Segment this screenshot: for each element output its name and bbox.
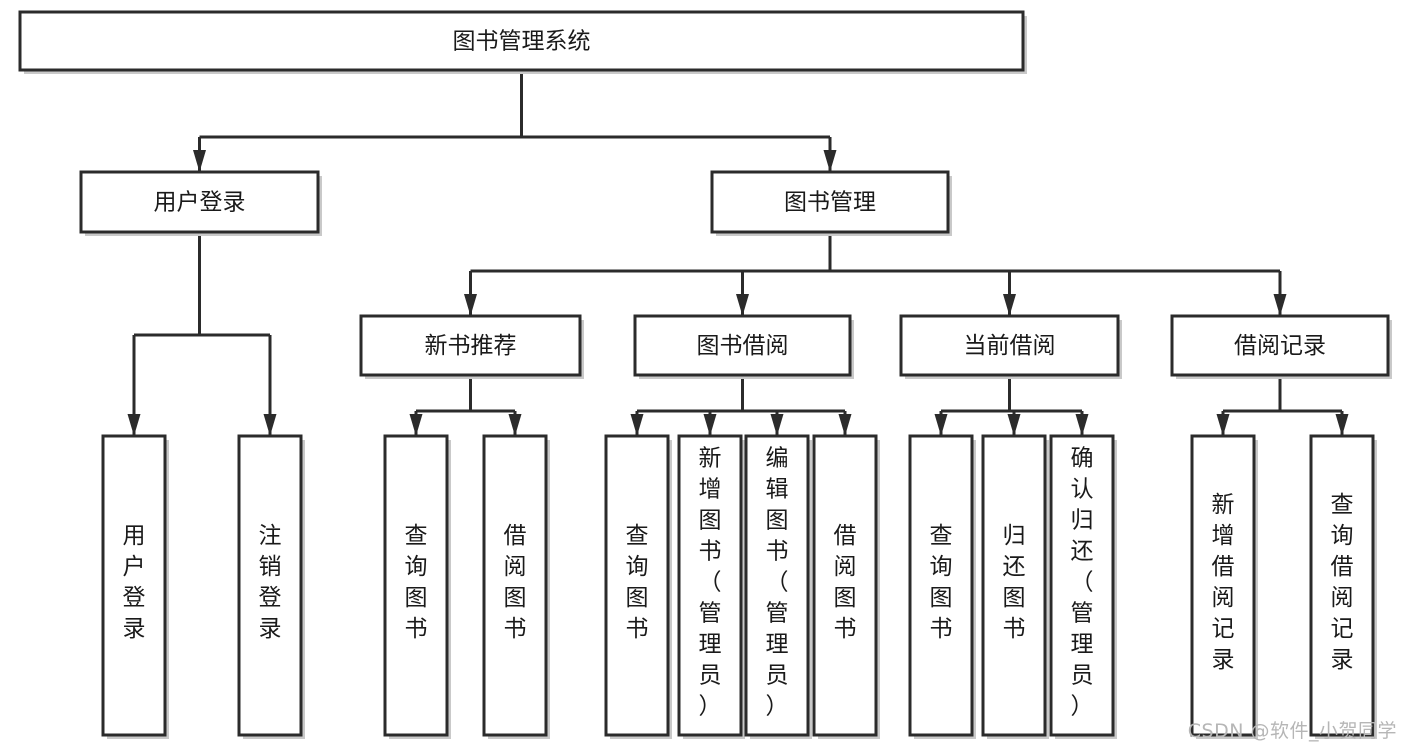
arrowhead-icon-mid-3-0 <box>1216 414 1230 436</box>
node-label: 查询图书 <box>930 523 953 642</box>
edge-group-mid-2 <box>934 375 1089 436</box>
arrowhead-icon-root-0 <box>193 150 206 172</box>
edge-group-books <box>464 232 1287 316</box>
node-label: 图书管理 <box>784 190 876 216</box>
node-label: 查询借阅记录 <box>1331 492 1354 673</box>
node-root[interactable]: 图书管理系统 <box>18 10 1027 74</box>
arrowhead-icon-books-1 <box>736 294 749 316</box>
edge-group-login <box>127 232 277 436</box>
arrowhead-icon-mid-1-3 <box>838 414 852 436</box>
node-label: 确认归还（管理员） <box>1071 446 1094 720</box>
arrowhead-icon-mid-1-2 <box>770 414 784 436</box>
edge-group-mid-0 <box>409 375 522 436</box>
node-label: 当前借阅 <box>964 333 1056 359</box>
arrowhead-icon-books-3 <box>1273 294 1287 316</box>
arrowhead-icon-mid-2-1 <box>1007 414 1021 436</box>
node-leaf-query-record[interactable]: 查询借阅记录 <box>1309 434 1377 739</box>
node-label: 编辑图书（管理员） <box>766 446 789 720</box>
node-leaf-edit-book[interactable]: 编辑图书（管理员） <box>744 434 812 739</box>
edge-group-mid-3 <box>1216 375 1349 436</box>
node-label: 用户登录 <box>154 190 246 216</box>
node-leaf-user-login[interactable]: 用户登录 <box>101 434 169 739</box>
node-book-management[interactable]: 图书管理 <box>710 170 952 236</box>
arrowhead-icon-mid-3-1 <box>1335 414 1349 436</box>
arrowhead-icon-mid-0-1 <box>508 414 522 436</box>
node-borrow-record[interactable]: 借阅记录 <box>1170 314 1392 379</box>
node-leaf-query-book-3[interactable]: 查询图书 <box>908 434 976 739</box>
node-label: 借阅图书 <box>504 523 527 642</box>
node-layer: 图书管理系统用户登录图书管理新书推荐图书借阅当前借阅借阅记录用户登录注销登录查询… <box>18 10 1392 739</box>
node-label: 新增图书（管理员） <box>699 446 722 720</box>
node-label: 查询图书 <box>405 523 428 642</box>
arrowhead-icon-root-1 <box>823 150 837 172</box>
node-leaf-add-book[interactable]: 新增图书（管理员） <box>677 434 745 739</box>
node-label: 图书借阅 <box>697 333 789 359</box>
node-leaf-add-record[interactable]: 新增借阅记录 <box>1190 434 1258 739</box>
node-label: 注销登录 <box>259 523 282 642</box>
node-label: 图书管理系统 <box>453 29 591 55</box>
node-label: 新书推荐 <box>425 333 517 359</box>
arrowhead-icon-mid-1-1 <box>703 414 717 436</box>
node-leaf-query-book-2[interactable]: 查询图书 <box>604 434 672 739</box>
node-leaf-borrow-book-1[interactable]: 借阅图书 <box>482 434 550 739</box>
edge-group-mid-1 <box>630 375 852 436</box>
node-leaf-confirm-return[interactable]: 确认归还（管理员） <box>1049 434 1117 739</box>
node-current-borrow[interactable]: 当前借阅 <box>899 314 1122 379</box>
node-label: 新增借阅记录 <box>1212 492 1235 673</box>
edge-group-root <box>193 70 837 172</box>
arrowhead-icon-login-0 <box>127 414 141 436</box>
node-label: 归还图书 <box>1003 523 1026 642</box>
arrowhead-icon-books-2 <box>1003 294 1016 316</box>
node-label: 借阅记录 <box>1234 333 1326 359</box>
csdn-watermark: CSDN @软件_小贺同学 <box>1187 720 1397 742</box>
arrowhead-icon-books-0 <box>464 294 477 316</box>
connector-layer <box>127 70 1349 436</box>
arrowhead-icon-mid-2-0 <box>934 414 948 436</box>
node-label: 借阅图书 <box>834 523 857 642</box>
arrowhead-icon-mid-2-2 <box>1075 414 1089 436</box>
node-leaf-query-book-1[interactable]: 查询图书 <box>383 434 451 739</box>
node-label: 查询图书 <box>626 523 649 642</box>
arrowhead-icon-mid-1-0 <box>630 414 644 436</box>
node-book-borrow[interactable]: 图书借阅 <box>633 314 854 379</box>
node-new-book-recommend[interactable]: 新书推荐 <box>359 314 584 379</box>
arrowhead-icon-login-1 <box>263 414 277 436</box>
arrowhead-icon-mid-0-0 <box>409 414 423 436</box>
node-leaf-borrow-book-2[interactable]: 借阅图书 <box>812 434 880 739</box>
node-user-login[interactable]: 用户登录 <box>79 170 322 236</box>
node-label: 用户登录 <box>123 523 146 642</box>
node-leaf-logout[interactable]: 注销登录 <box>237 434 305 739</box>
node-leaf-return-book[interactable]: 归还图书 <box>981 434 1049 739</box>
